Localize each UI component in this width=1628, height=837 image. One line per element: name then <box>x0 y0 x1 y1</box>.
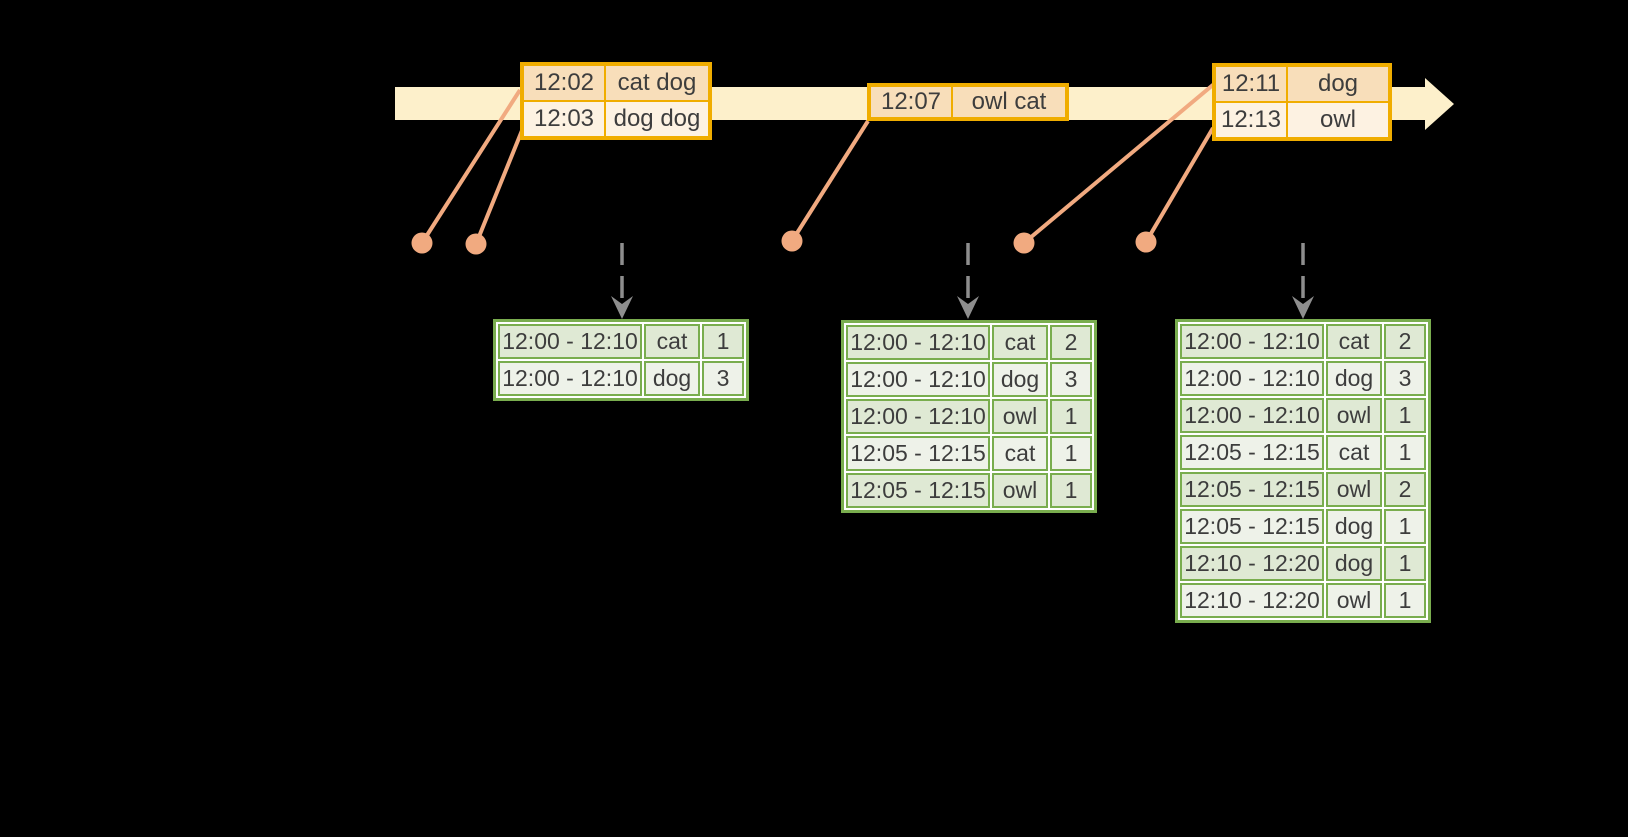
event-marker-dot-icon <box>1013 232 1035 254</box>
word-cell: dog <box>644 361 700 396</box>
table-row: 12:11 dog <box>1216 67 1388 101</box>
word-cell: owl <box>1326 398 1382 433</box>
trigger-arrowhead-icon <box>1292 296 1314 319</box>
table-row: 12:05 - 12:15 cat 1 <box>1180 435 1426 470</box>
result-table: 12:00 - 12:10 cat 1 12:00 - 12:10 dog 3 <box>493 319 749 401</box>
table-row: 12:00 - 12:10 dog 3 <box>498 361 744 396</box>
word-cell: owl <box>992 473 1048 508</box>
trigger-arrowhead-icon <box>957 296 979 319</box>
word-cell: dog <box>1326 509 1382 544</box>
word-cell: cat <box>644 324 700 359</box>
window-cell: 12:00 - 12:10 <box>498 361 642 396</box>
count-cell: 2 <box>1384 472 1426 507</box>
count-cell: 1 <box>1384 398 1426 433</box>
count-cell: 1 <box>1384 435 1426 470</box>
word-cell: cat <box>992 325 1048 360</box>
window-cell: 12:05 - 12:15 <box>846 436 990 471</box>
word-cell: dog <box>992 362 1048 397</box>
window-cell: 12:05 - 12:15 <box>1180 509 1324 544</box>
count-cell: 1 <box>1384 583 1426 618</box>
word-cell: owl <box>1326 472 1382 507</box>
count-cell: 1 <box>1384 509 1426 544</box>
words-cell: owl cat <box>953 87 1065 117</box>
count-cell: 3 <box>702 361 744 396</box>
table-row: 12:00 - 12:10 cat 2 <box>846 325 1092 360</box>
table-row: 12:00 - 12:10 cat 1 <box>498 324 744 359</box>
event-table: 12:02 cat dog 12:03 dog dog <box>520 62 712 140</box>
table-row: 12:00 - 12:10 dog 3 <box>1180 361 1426 396</box>
event-connector-line <box>790 119 870 243</box>
words-cell: cat dog <box>606 66 708 100</box>
table-row: 12:00 - 12:10 owl 1 <box>846 399 1092 434</box>
table-row: 12:10 - 12:20 dog 1 <box>1180 546 1426 581</box>
time-cell: 12:02 <box>524 66 604 100</box>
event-connector-line <box>1144 126 1215 244</box>
table-row: 12:13 owl <box>1216 103 1388 137</box>
event-marker-dot-icon <box>465 233 487 255</box>
window-cell: 12:00 - 12:10 <box>1180 398 1324 433</box>
count-cell: 1 <box>702 324 744 359</box>
window-cell: 12:00 - 12:10 <box>1180 361 1324 396</box>
window-cell: 12:10 - 12:20 <box>1180 583 1324 618</box>
event-marker-dot-icon <box>781 230 803 252</box>
word-cell: owl <box>992 399 1048 434</box>
count-cell: 1 <box>1050 473 1092 508</box>
table-row: 12:05 - 12:15 owl 2 <box>1180 472 1426 507</box>
table-row: 12:05 - 12:15 cat 1 <box>846 436 1092 471</box>
table-row: 12:02 cat dog <box>524 66 708 100</box>
time-cell: 12:13 <box>1216 103 1286 137</box>
event-marker-dot-icon <box>1135 231 1157 253</box>
word-cell: dog <box>1326 361 1382 396</box>
event-table: 12:11 dog 12:13 owl <box>1212 63 1392 141</box>
window-cell: 12:05 - 12:15 <box>846 473 990 508</box>
table-row: 12:00 - 12:10 cat 2 <box>1180 324 1426 359</box>
event-marker-dot-icon <box>411 232 433 254</box>
word-cell: dog <box>1326 546 1382 581</box>
window-cell: 12:00 - 12:10 <box>1180 324 1324 359</box>
time-cell: 12:03 <box>524 102 604 136</box>
window-cell: 12:00 - 12:10 <box>498 324 642 359</box>
word-cell: cat <box>1326 324 1382 359</box>
count-cell: 3 <box>1384 361 1426 396</box>
table-row: 12:03 dog dog <box>524 102 708 136</box>
window-cell: 12:05 - 12:15 <box>1180 435 1324 470</box>
time-cell: 12:07 <box>871 87 951 117</box>
trigger-arrowhead-icon <box>611 296 633 319</box>
window-cell: 12:05 - 12:15 <box>1180 472 1324 507</box>
result-table: 12:00 - 12:10 cat 2 12:00 - 12:10 dog 3 … <box>1175 319 1431 623</box>
word-cell: cat <box>1326 435 1382 470</box>
window-cell: 12:10 - 12:20 <box>1180 546 1324 581</box>
words-cell: dog dog <box>606 102 708 136</box>
count-cell: 3 <box>1050 362 1092 397</box>
count-cell: 1 <box>1050 436 1092 471</box>
table-row: 12:00 - 12:10 owl 1 <box>1180 398 1426 433</box>
table-row: 12:10 - 12:20 owl 1 <box>1180 583 1426 618</box>
window-cell: 12:00 - 12:10 <box>846 325 990 360</box>
table-row: 12:05 - 12:15 owl 1 <box>846 473 1092 508</box>
time-cell: 12:11 <box>1216 67 1286 101</box>
table-row: 12:07 owl cat <box>871 87 1065 117</box>
table-row: 12:00 - 12:10 dog 3 <box>846 362 1092 397</box>
word-cell: owl <box>1326 583 1382 618</box>
words-cell: dog <box>1288 67 1388 101</box>
words-cell: owl <box>1288 103 1388 137</box>
count-cell: 2 <box>1384 324 1426 359</box>
event-connector-line <box>474 127 525 245</box>
timeline-arrowhead-icon <box>1425 78 1454 130</box>
window-cell: 12:00 - 12:10 <box>846 362 990 397</box>
word-cell: cat <box>992 436 1048 471</box>
result-table: 12:00 - 12:10 cat 2 12:00 - 12:10 dog 3 … <box>841 320 1097 513</box>
count-cell: 2 <box>1050 325 1092 360</box>
count-cell: 1 <box>1384 546 1426 581</box>
table-row: 12:05 - 12:15 dog 1 <box>1180 509 1426 544</box>
window-cell: 12:00 - 12:10 <box>846 399 990 434</box>
event-table: 12:07 owl cat <box>867 83 1069 121</box>
count-cell: 1 <box>1050 399 1092 434</box>
